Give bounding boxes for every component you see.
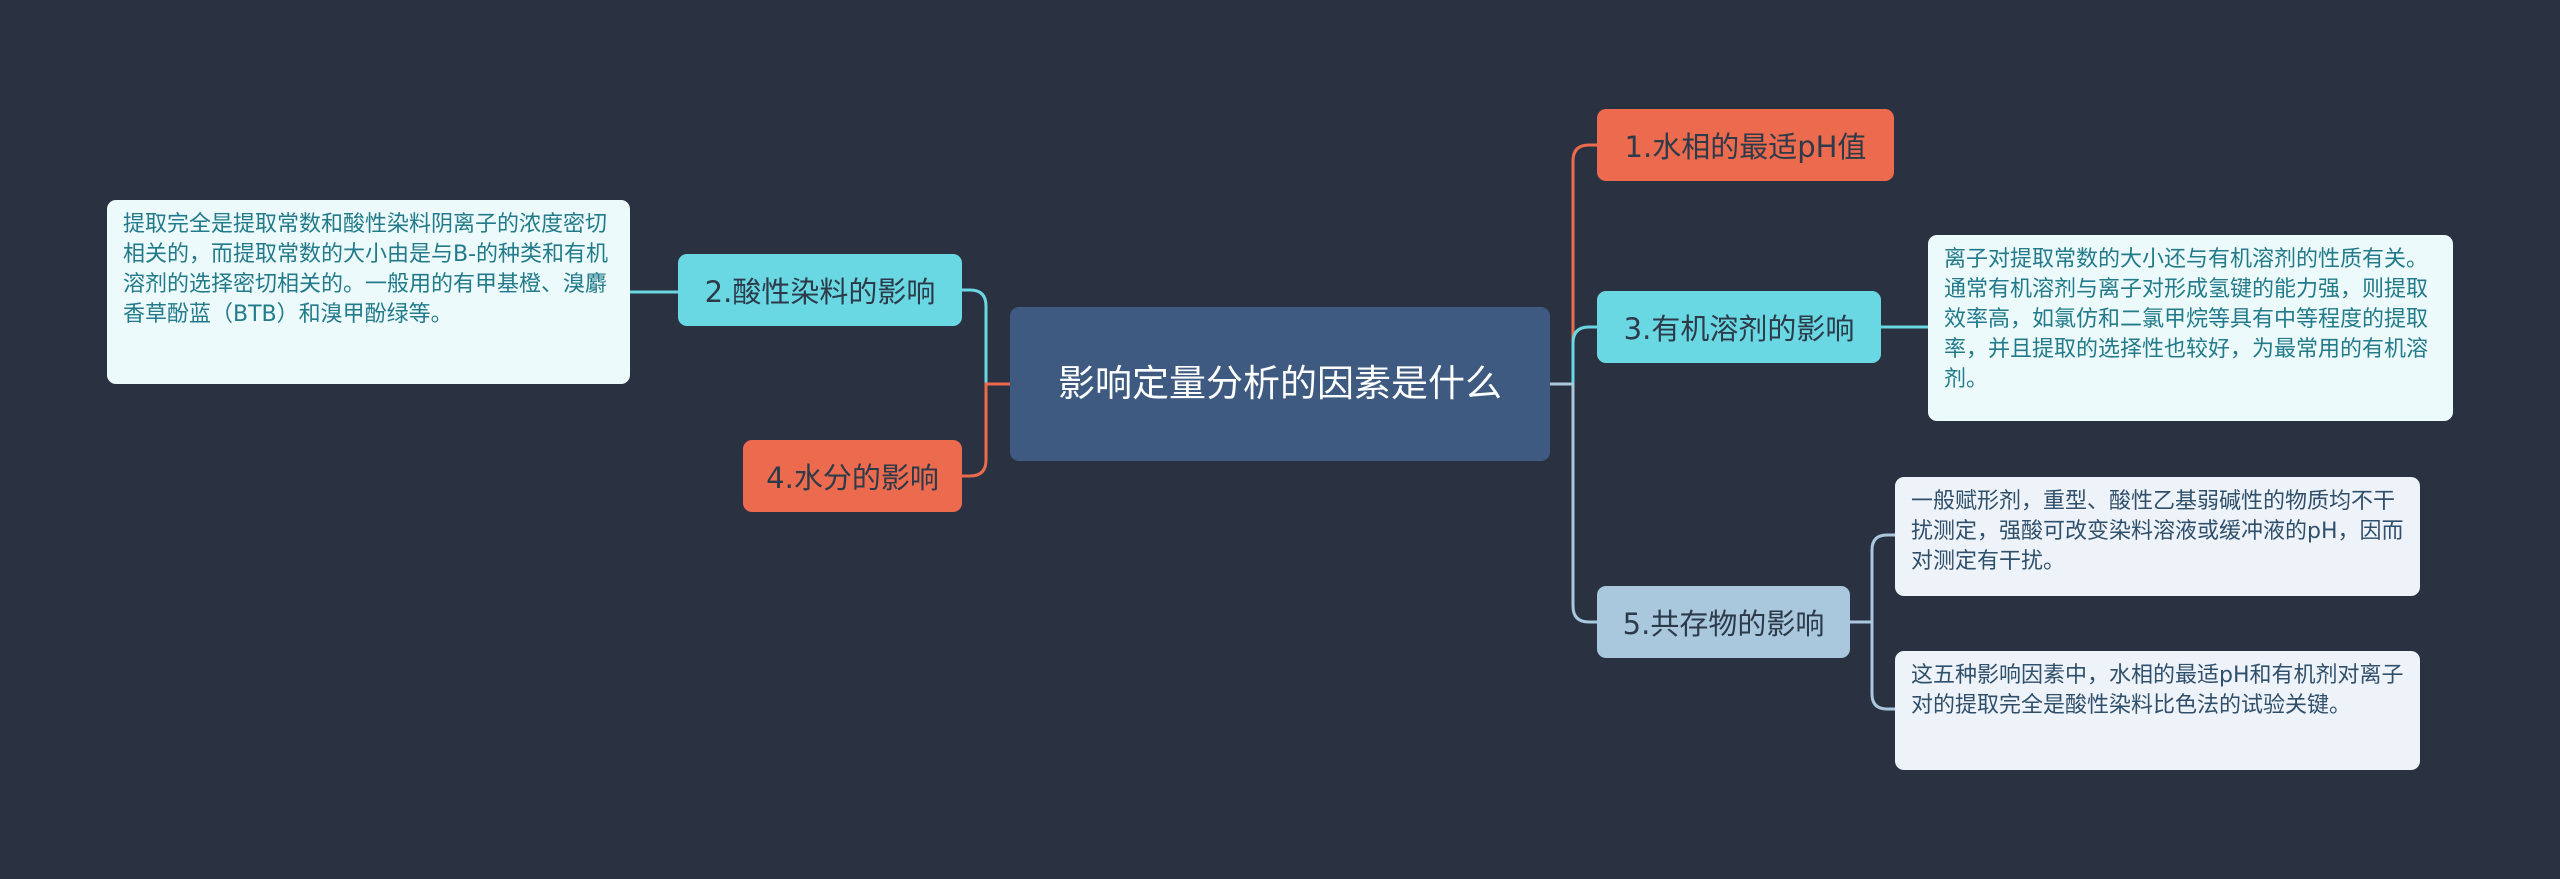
branch-coexisting-label: 5.共存物的影响 bbox=[1622, 607, 1825, 641]
branch-coexisting[interactable]: 5.共存物的影响 bbox=[1597, 586, 1850, 658]
branch-acid-dye[interactable]: 2.酸性染料的影响 bbox=[678, 254, 962, 326]
branch-moisture[interactable]: 4.水分的影响 bbox=[743, 440, 962, 512]
note-coexisting-2-text: 这五种影响因素中，水相的最适pH和有机剂对离子对的提取完全是酸性染料比色法的试验… bbox=[1911, 663, 2404, 718]
connector-root-coexisting bbox=[1550, 382, 1597, 624]
connector-root-organic-solvent bbox=[1550, 325, 1597, 386]
connector-coexisting-note-2 bbox=[1850, 620, 1895, 711]
note-acid-dye[interactable]: 提取完全是提取常数和酸性染料阴离子的浓度密切相关的，而提取常数的大小由是与B-的… bbox=[107, 200, 630, 384]
note-organic-solvent[interactable]: 离子对提取常数的大小还与有机溶剂的性质有关。通常有机溶剂与离子对形成氢键的能力强… bbox=[1928, 235, 2453, 421]
note-coexisting-1-text: 一般赋形剂，重型、酸性乙基弱碱性的物质均不干扰测定，强酸可改变染料溶液或缓冲液的… bbox=[1911, 489, 2404, 574]
note-coexisting-2[interactable]: 这五种影响因素中，水相的最适pH和有机剂对离子对的提取完全是酸性染料比色法的试验… bbox=[1895, 651, 2420, 770]
central-topic[interactable]: 影响定量分析的因素是什么 bbox=[1010, 307, 1550, 461]
branch-organic-solvent-label: 3.有机溶剂的影响 bbox=[1623, 312, 1855, 346]
branch-moisture-label: 4.水分的影响 bbox=[766, 461, 939, 495]
central-topic-title: 影响定量分析的因素是什么 bbox=[1058, 362, 1502, 405]
note-acid-dye-text: 提取完全是提取常数和酸性染料阴离子的浓度密切相关的，而提取常数的大小由是与B-的… bbox=[123, 212, 609, 327]
connector-root-acid-dye bbox=[962, 288, 1010, 386]
branch-water-ph[interactable]: 1.水相的最适pH值 bbox=[1597, 109, 1894, 181]
note-coexisting-1[interactable]: 一般赋形剂，重型、酸性乙基弱碱性的物质均不干扰测定，强酸可改变染料溶液或缓冲液的… bbox=[1895, 477, 2420, 596]
branch-acid-dye-label: 2.酸性染料的影响 bbox=[704, 275, 936, 309]
note-organic-solvent-text: 离子对提取常数的大小还与有机溶剂的性质有关。通常有机溶剂与离子对形成氢键的能力强… bbox=[1944, 247, 2429, 392]
branch-water-ph-label: 1.水相的最适pH值 bbox=[1624, 130, 1867, 164]
connector-root-water-ph bbox=[1550, 143, 1597, 386]
connector-root-moisture bbox=[962, 382, 1010, 478]
branch-organic-solvent[interactable]: 3.有机溶剂的影响 bbox=[1597, 291, 1881, 363]
connector-coexisting-note-1 bbox=[1850, 533, 1895, 624]
